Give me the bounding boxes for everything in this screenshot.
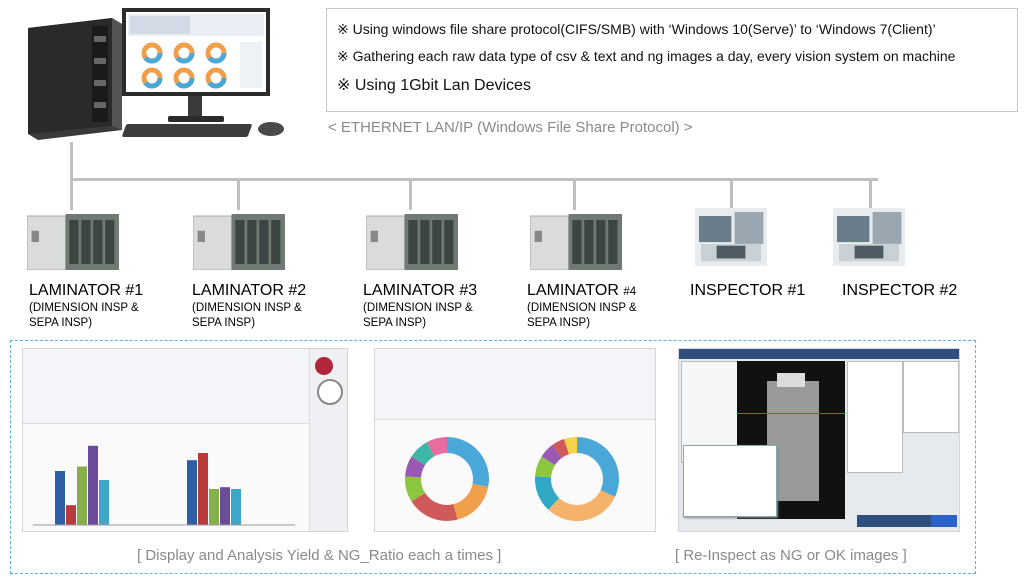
reinspect-titlebar xyxy=(679,349,959,359)
bars-table-area xyxy=(23,349,309,424)
donuts-table-area xyxy=(375,349,655,420)
machine-name-6: INSPECTOR #2 xyxy=(842,282,958,299)
monitor-stand xyxy=(188,96,202,118)
monitor-icon xyxy=(122,8,270,96)
machine-sub-1: (DIMENSION INSP & SEPA INSP) xyxy=(29,302,139,329)
mouse-icon xyxy=(258,122,284,136)
drop-line-6 xyxy=(869,178,872,208)
bar-right-2 xyxy=(209,489,219,525)
machine-name-4-num: #4 xyxy=(623,286,637,298)
drop-line-2 xyxy=(237,178,240,210)
donut-0-segment-1 xyxy=(452,483,489,520)
donut-1-segment-6 xyxy=(564,437,578,455)
donut-0-segment-4 xyxy=(405,456,426,478)
control-cabinet-icon xyxy=(26,214,119,271)
machine-sub-3: (DIMENSION INSP & SEPA INSP) xyxy=(363,302,473,329)
donut-1-segment-5 xyxy=(552,439,570,459)
machine-name-1: LAMINATOR #1 xyxy=(29,282,144,299)
caption-reinspect: [ Re-Inspect as NG or OK images ] xyxy=(675,547,907,564)
donut-1-segment-2 xyxy=(535,476,560,510)
screens-panel xyxy=(10,340,976,574)
donut-0-segment-0 xyxy=(446,437,489,487)
machine-name-4-text: LAMINATOR xyxy=(527,282,619,299)
camera-station-icon xyxy=(833,208,905,266)
donut-1-segment-0 xyxy=(576,437,619,497)
caption-analysis: [ Display and Analysis Yield & NG_Ratio … xyxy=(137,547,502,564)
server-pc-illustration xyxy=(22,8,292,143)
note-line-3: ※ Using 1Gbit Lan Devices xyxy=(337,77,531,94)
bars-side-panel xyxy=(309,349,347,531)
donuts-chart-svg xyxy=(405,437,619,521)
analysis-screenshot-donuts xyxy=(374,348,656,532)
machine-name-4: LAMINATOR #4 xyxy=(527,282,636,300)
drop-line-4 xyxy=(573,178,576,210)
bar-left-0 xyxy=(55,471,65,525)
donut-0-segment-3 xyxy=(405,476,426,502)
ethernet-label: < ETHERNET LAN/IP (Windows File Share Pr… xyxy=(328,119,693,136)
drop-line-5 xyxy=(730,178,733,208)
notes-box: ※ Using windows file share protocol(CIFS… xyxy=(326,8,1018,112)
donut-0-segment-2 xyxy=(411,492,458,521)
bar-left-3 xyxy=(88,445,98,525)
control-cabinet-icon xyxy=(365,214,458,271)
machine-name-5: INSPECTOR #1 xyxy=(690,282,806,299)
control-cabinet-icon xyxy=(529,214,622,271)
analysis-screenshot-bars xyxy=(22,348,348,532)
donut-1-segment-4 xyxy=(541,445,563,466)
machine-sub-4: (DIMENSION INSP & SEPA INSP) xyxy=(527,302,637,329)
clock-icon xyxy=(317,379,343,405)
reinspect-graph xyxy=(903,361,959,433)
camera-station-icon xyxy=(695,208,767,266)
bar-right-0 xyxy=(187,460,197,525)
bar-right-3 xyxy=(220,487,230,525)
logo-icon xyxy=(315,357,333,375)
ethernet-bus-line xyxy=(70,178,878,181)
bar-left-2 xyxy=(77,466,87,525)
monitor-base xyxy=(168,116,224,122)
drop-line-1 xyxy=(70,178,73,210)
donut-1-segment-3 xyxy=(535,456,556,478)
note-line-2: ※ Gathering each raw data type of csv & … xyxy=(337,48,956,64)
bars-chart-svg xyxy=(33,445,295,526)
donut-1-segment-1 xyxy=(548,489,615,521)
reinspect-screenshot xyxy=(678,348,960,532)
reinspect-result-list xyxy=(847,361,903,473)
file-dialog xyxy=(683,445,777,517)
bar-left-4 xyxy=(99,480,109,525)
server-drop-line xyxy=(70,142,73,180)
machine-name-2: LAMINATOR #2 xyxy=(192,282,307,299)
donut-0-segment-5 xyxy=(411,442,435,466)
drop-line-3 xyxy=(409,178,412,210)
bar-right-4 xyxy=(231,489,241,525)
donut-0-segment-6 xyxy=(426,437,448,457)
bar-right-1 xyxy=(198,453,208,525)
machine-sub-2: (DIMENSION INSP & SEPA INSP) xyxy=(192,302,302,329)
machine-name-3: LAMINATOR #3 xyxy=(363,282,478,299)
keyboard-icon xyxy=(121,124,253,137)
note-line-1: ※ Using windows file share protocol(CIFS… xyxy=(337,21,936,37)
control-cabinet-icon xyxy=(192,214,285,271)
bar-left-1 xyxy=(66,505,76,525)
stop-button[interactable] xyxy=(931,515,957,527)
server-tower-icon xyxy=(28,18,122,140)
